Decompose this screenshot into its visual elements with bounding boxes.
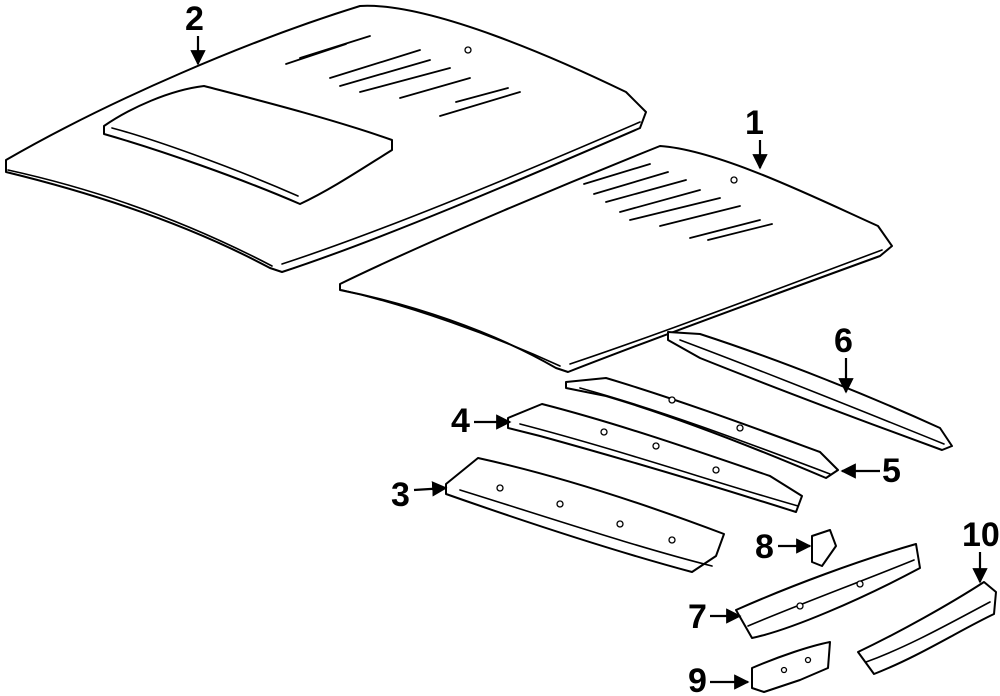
callout-10: 10 [962, 516, 1000, 584]
part-6-roof-bow [667, 331, 953, 451]
part-3-front-header [445, 457, 725, 573]
callout-9: 9 [688, 662, 750, 696]
callout-label-7: 7 [688, 598, 707, 636]
callout-label-10: 10 [962, 516, 1000, 554]
leader-arrow-3 [413, 481, 448, 497]
callout-label-3: 3 [391, 476, 410, 514]
part-4-roof-bow [507, 403, 803, 513]
callout-label-5: 5 [882, 452, 901, 490]
callout-8: 8 [755, 528, 812, 566]
callout-label-9: 9 [688, 662, 707, 696]
part-2-sunroof-roof-panel [5, 4, 647, 273]
part-2-vents [285, 35, 521, 117]
callout-label-8: 8 [755, 528, 774, 566]
callout-label-1: 1 [745, 104, 764, 142]
part-10-rail-extension [857, 581, 997, 675]
callout-label-6: 6 [834, 322, 853, 360]
callout-7: 7 [688, 598, 742, 636]
callout-1: 1 [745, 104, 768, 170]
callout-label-4: 4 [451, 402, 470, 440]
callout-5: 5 [840, 452, 901, 490]
callout-3: 3 [391, 476, 448, 514]
part-5-roof-bow [565, 377, 839, 479]
callout-2: 2 [185, 0, 206, 66]
callout-label-2: 2 [185, 0, 204, 38]
part-9-small-bracket [751, 641, 831, 693]
part-1-vents [583, 163, 773, 241]
callout-4: 4 [451, 402, 512, 440]
part-7-rail-reinforcement [735, 543, 921, 639]
part-1-roof-panel [339, 145, 893, 373]
callout-6: 6 [834, 322, 854, 394]
part-8-bracket [811, 529, 837, 567]
